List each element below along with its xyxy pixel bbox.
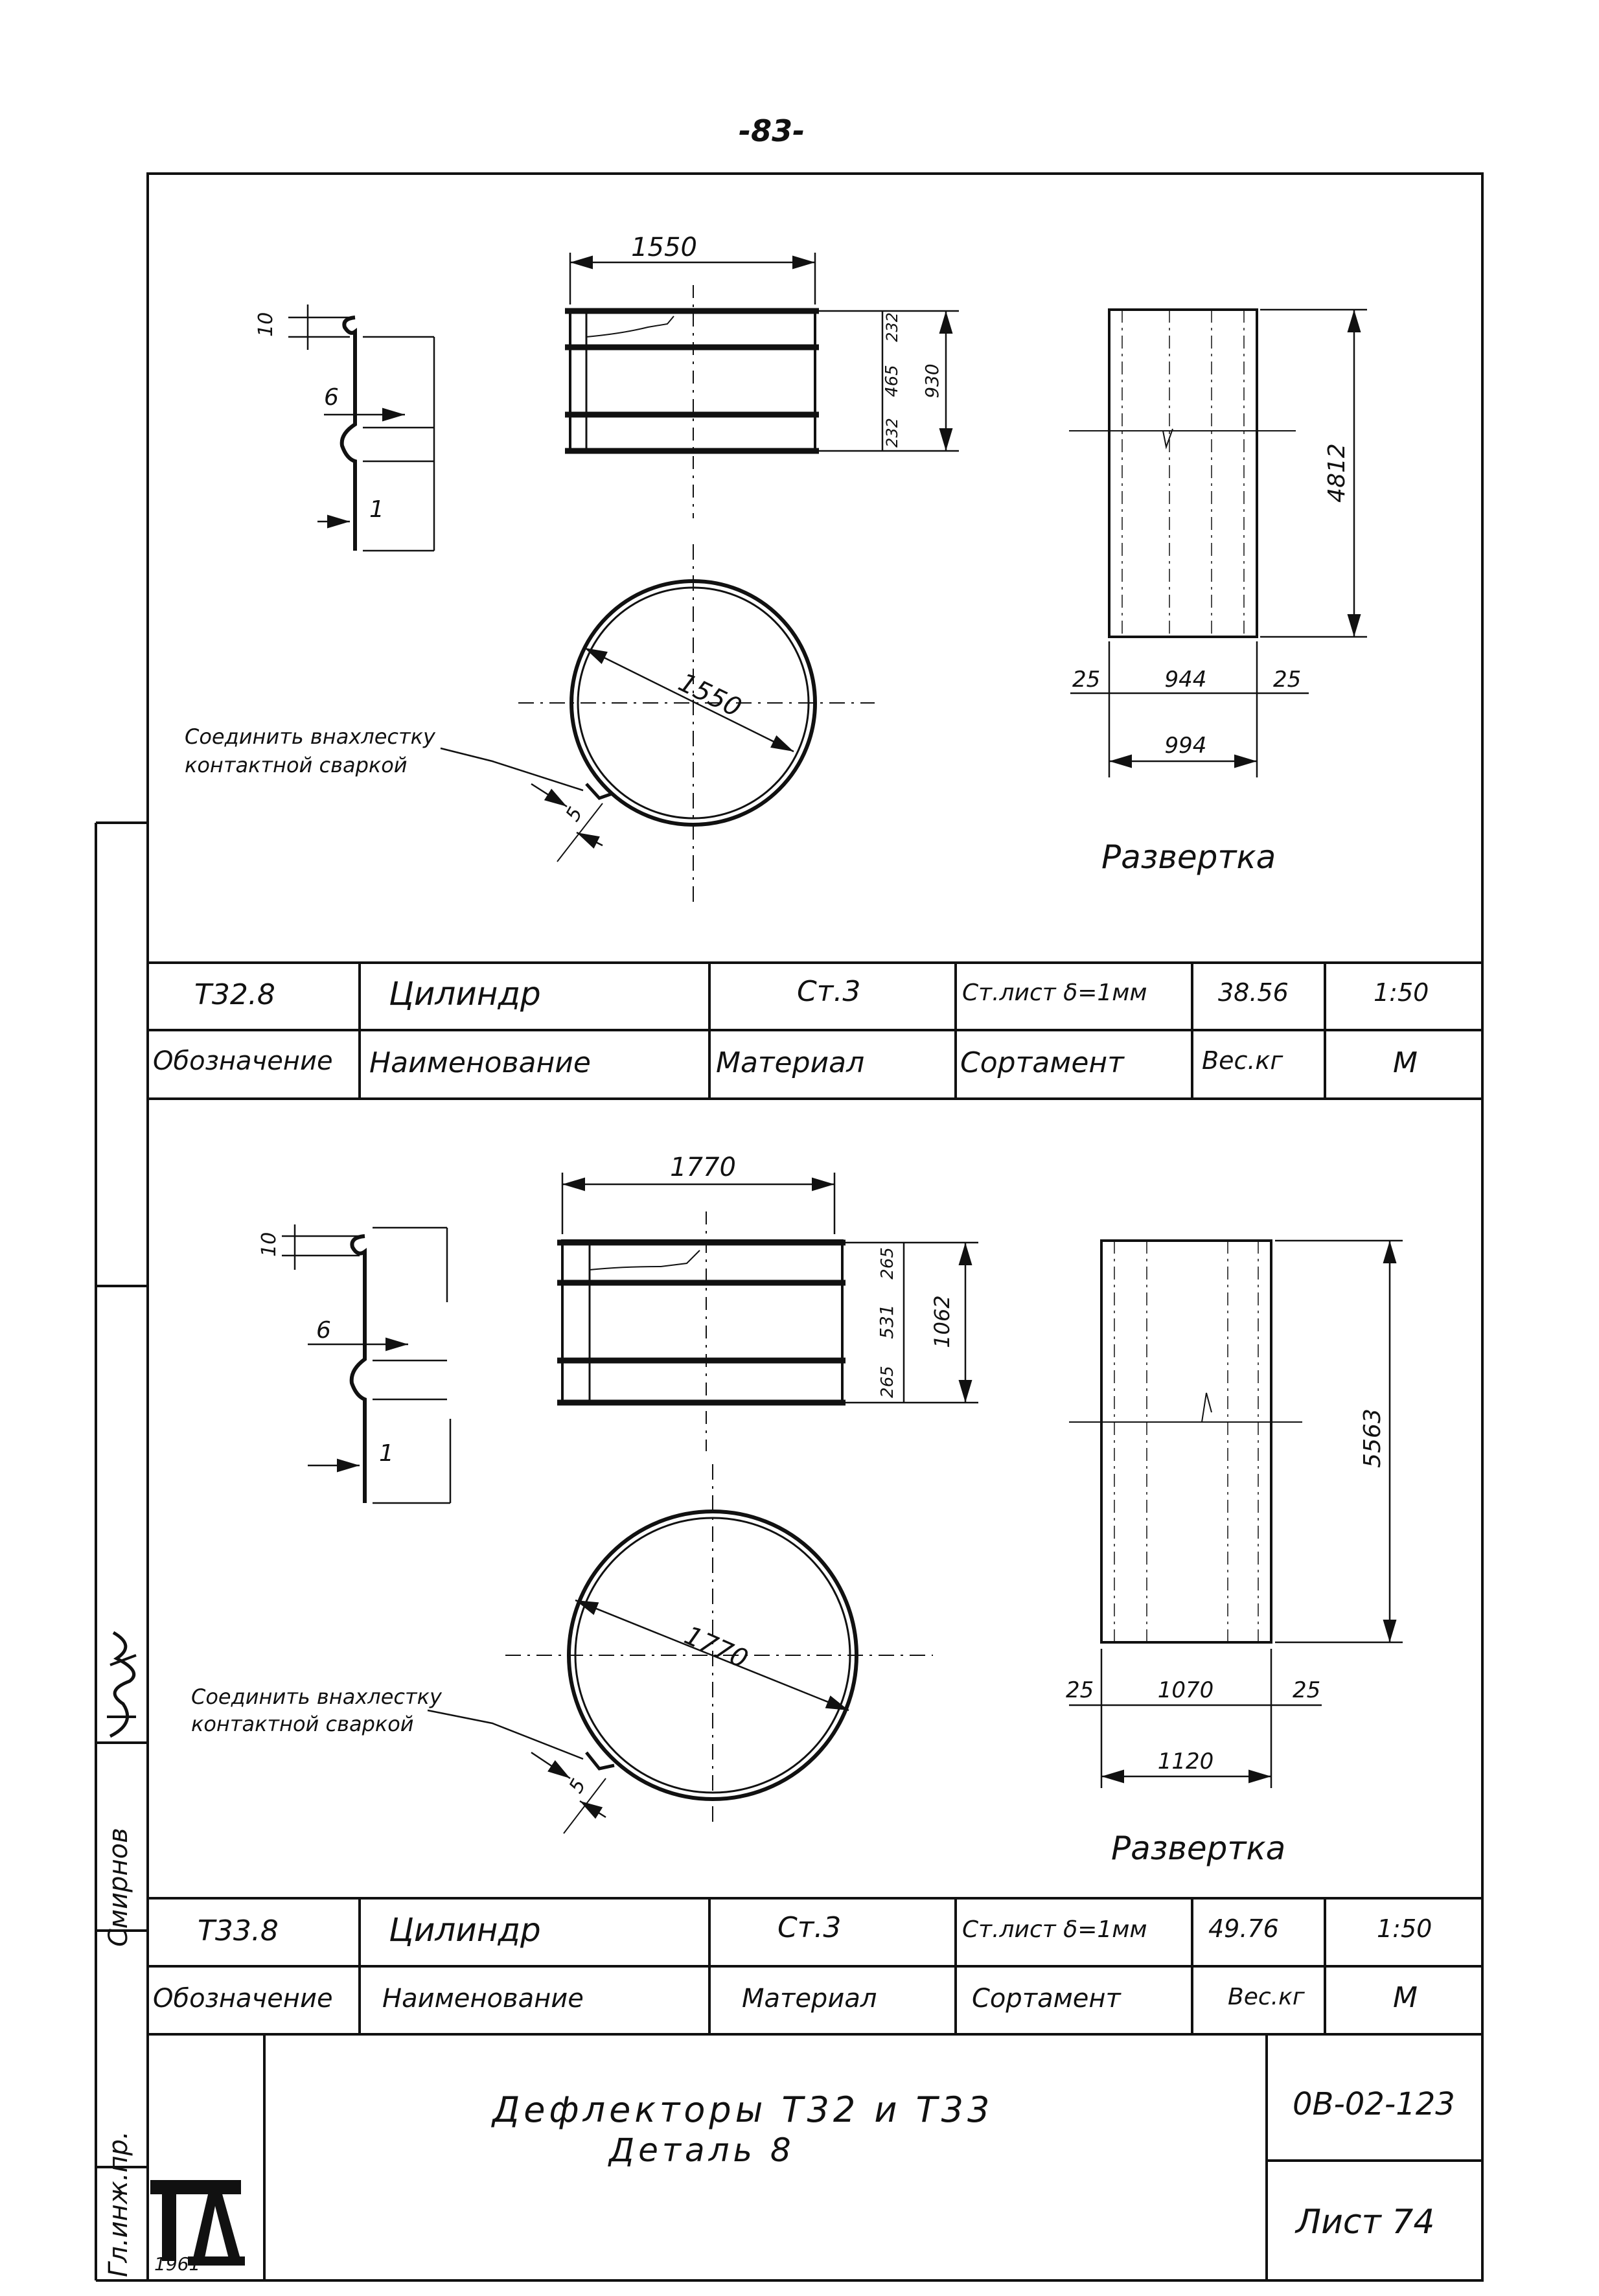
t2-name: Цилиндр [389, 1911, 541, 1949]
p2-dim-profile-bead: 6 [316, 1317, 331, 1344]
p2-dim-circle-diameter: 1770 [680, 1620, 752, 1674]
p2-dim-dev-right: 25 [1293, 1677, 1320, 1703]
part1-side-view [565, 253, 959, 518]
p1-dim-dev-mid: 944 [1165, 667, 1207, 693]
drawing-title-line1: Дефлекторы Т32 и Т33 [492, 2089, 994, 2130]
td-logo [150, 2180, 245, 2266]
p2-dim-band-top: 265 [878, 1247, 897, 1280]
p2-dim-dev-height: 5563 [1359, 1408, 1386, 1468]
p1-dim-band-mid: 465 [882, 365, 902, 397]
sheet-number: Лист 74 [1296, 2203, 1435, 2242]
t2-weight: 49.76 [1208, 1914, 1279, 1943]
p1-dim-dev-left: 25 [1072, 667, 1100, 693]
p2-dim-dev-left: 25 [1066, 1677, 1094, 1703]
part2-profile-view [349, 1234, 367, 1503]
t1-header-scale: М [1393, 1046, 1418, 1079]
t2-header-assortment: Сортамент [972, 1984, 1121, 2014]
p2-note-line2: контактной сваркой [191, 1712, 414, 1736]
drawing-title-line2: Деталь 8 [609, 2131, 795, 2169]
document-number: 0В-02-123 [1293, 2086, 1455, 2122]
t1-header-material: Материал [716, 1046, 865, 1079]
p2-dim-overlap: 5 [565, 1775, 591, 1797]
t2-header-material: Материал [742, 1984, 877, 2014]
p1-development-label: Развертка [1101, 838, 1276, 876]
t1-weight: 38.56 [1218, 978, 1289, 1007]
page-number: -83- [739, 113, 805, 148]
t2-designation: Т33.8 [198, 1914, 279, 1947]
table-1-grid [148, 961, 1482, 1100]
p1-dim-profile-thk: 1 [369, 496, 384, 523]
signature-scribble [107, 1631, 137, 1738]
t2-header-name: Наименование [382, 1984, 584, 2014]
t2-header-scale: М [1393, 1981, 1418, 2014]
engineer-role-label: Гл.инж.пр. [104, 2131, 133, 2277]
part2-side-view [557, 1173, 978, 1451]
part2-section-circle [427, 1464, 933, 1834]
p1-dim-side-height: 930 [921, 363, 943, 398]
p1-dim-dev-height: 4812 [1324, 443, 1350, 503]
p2-note-line1: Соединить внахлестку [191, 1684, 443, 1709]
p2-dim-side-width: 1770 [670, 1153, 736, 1182]
p2-dim-band-bot: 265 [878, 1366, 897, 1398]
p1-dim-band-bot: 232 [883, 418, 901, 448]
t1-header-name: Наименование [369, 1046, 591, 1079]
t1-header-designation: Обозначение [153, 1046, 333, 1076]
p1-note-line2: контактной сваркой [185, 753, 408, 777]
t2-header-weight: Вес.кг [1228, 1984, 1305, 2010]
p1-dim-dev-total: 994 [1165, 733, 1207, 759]
t2-assortment: Ст.лист δ=1мм [962, 1916, 1147, 1943]
p1-dim-profile-top: 10 [255, 312, 277, 337]
t2-material: Ст.3 [777, 1911, 842, 1944]
p2-dim-band-mid: 531 [876, 1304, 897, 1338]
part1-profile-view [339, 316, 357, 551]
p1-dim-circle-diameter: 1550 [674, 667, 746, 723]
engineer-name-label: Смирнов [104, 1828, 133, 1947]
t1-name: Цилиндр [389, 975, 541, 1013]
t1-header-weight: Вес.кг [1202, 1046, 1283, 1075]
p1-note-line1: Соединить внахлестку [185, 724, 436, 749]
p1-dim-profile-bead: 6 [324, 384, 339, 411]
part1-development [1069, 308, 1367, 777]
t1-scale: 1:50 [1374, 978, 1429, 1007]
table-2-grid [148, 1897, 1482, 2036]
p1-dim-side-width: 1550 [631, 233, 697, 262]
p1-dim-dev-right: 25 [1273, 667, 1301, 693]
part2-development [1069, 1239, 1403, 1788]
t2-header-designation: Обозначение [153, 1984, 333, 2014]
t1-assortment: Ст.лист δ=1мм [962, 980, 1147, 1006]
t1-header-assortment: Сортамент [960, 1046, 1124, 1079]
p2-dim-side-height: 1062 [930, 1295, 954, 1348]
t2-scale: 1:50 [1377, 1914, 1432, 1943]
p2-dim-profile-top: 10 [258, 1232, 281, 1257]
sheet-frame [146, 172, 1484, 2282]
p2-dim-dev-mid: 1070 [1158, 1677, 1214, 1703]
t1-material: Ст.3 [797, 975, 861, 1008]
part1-section-circle [440, 544, 875, 907]
t1-designation: Т32.8 [194, 978, 275, 1011]
title-block-grid [263, 2034, 1482, 2280]
p1-dim-overlap: 5 [562, 803, 588, 825]
logo-year: 1961 [154, 2253, 201, 2275]
p2-dim-dev-total: 1120 [1158, 1749, 1214, 1774]
p2-dim-profile-thk: 1 [379, 1440, 394, 1467]
p1-dim-band-top: 232 [883, 312, 901, 342]
p2-development-label: Развертка [1111, 1830, 1285, 1867]
